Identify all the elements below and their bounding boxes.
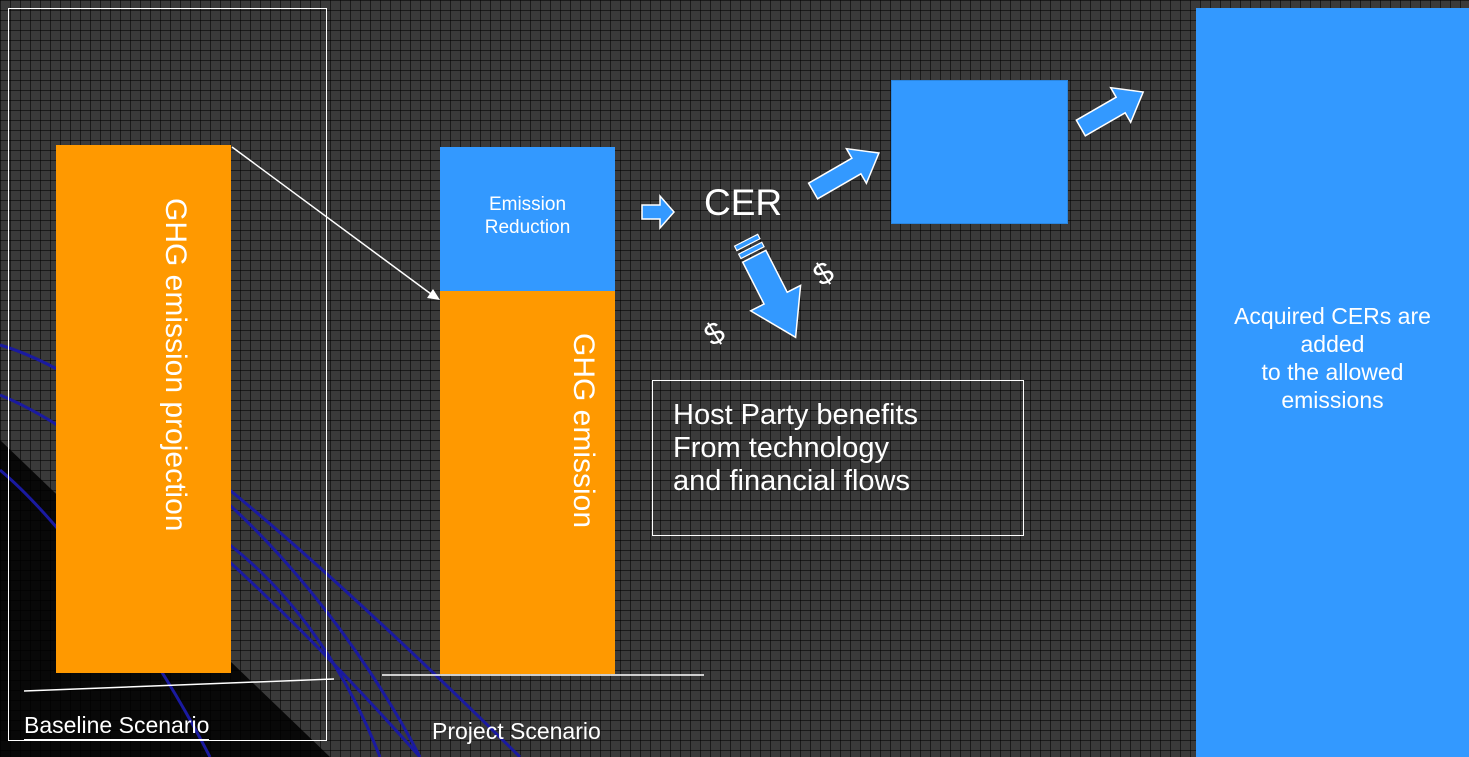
- emission-reduction-block: [440, 147, 615, 291]
- arrow-to-box: [807, 147, 880, 200]
- buyer-box: [892, 81, 1067, 223]
- host-line-1: Host Party benefits: [673, 399, 918, 431]
- host-line-2: From technology: [673, 432, 889, 464]
- arrow-to-panel: [1075, 86, 1145, 137]
- baseline-bar-label: GHG emission projection: [159, 198, 192, 532]
- baseline-ground-line: [23, 678, 335, 692]
- cer-label: CER: [704, 182, 783, 223]
- host-benefits-box: Host Party benefits From technology and …: [652, 380, 1024, 536]
- acquired-line-3: to the allowed: [1261, 359, 1404, 385]
- project-scenario-label: Project Scenario: [432, 718, 601, 744]
- emission-reduction-label: Emission Reduction: [440, 193, 615, 239]
- connector-arrow-head: [427, 289, 440, 300]
- connector-arrow: [231, 146, 432, 295]
- allowed-emissions-panel: [1196, 8, 1469, 757]
- emission-reduction-label-line2: Reduction: [484, 217, 571, 238]
- host-line-3: and financial flows: [673, 465, 910, 497]
- project-bar-label: GHG emission: [567, 333, 600, 529]
- baseline-frame: [8, 8, 327, 741]
- acquired-line-4: emissions: [1281, 387, 1384, 413]
- small-block-arrow: [641, 194, 675, 230]
- project-bar: [440, 291, 615, 674]
- acquired-line-2: added: [1300, 331, 1365, 357]
- emission-reduction-label-line1: Emission: [488, 194, 567, 215]
- baseline-scenario-label: Baseline Scenario: [24, 712, 210, 740]
- arrow-financial-flow: [733, 233, 802, 339]
- acquired-line-1: Acquired CERs are: [1234, 303, 1431, 329]
- acquired-cers-text: Acquired CERs are added to the allowed e…: [1196, 302, 1469, 414]
- baseline-bar: [56, 145, 231, 673]
